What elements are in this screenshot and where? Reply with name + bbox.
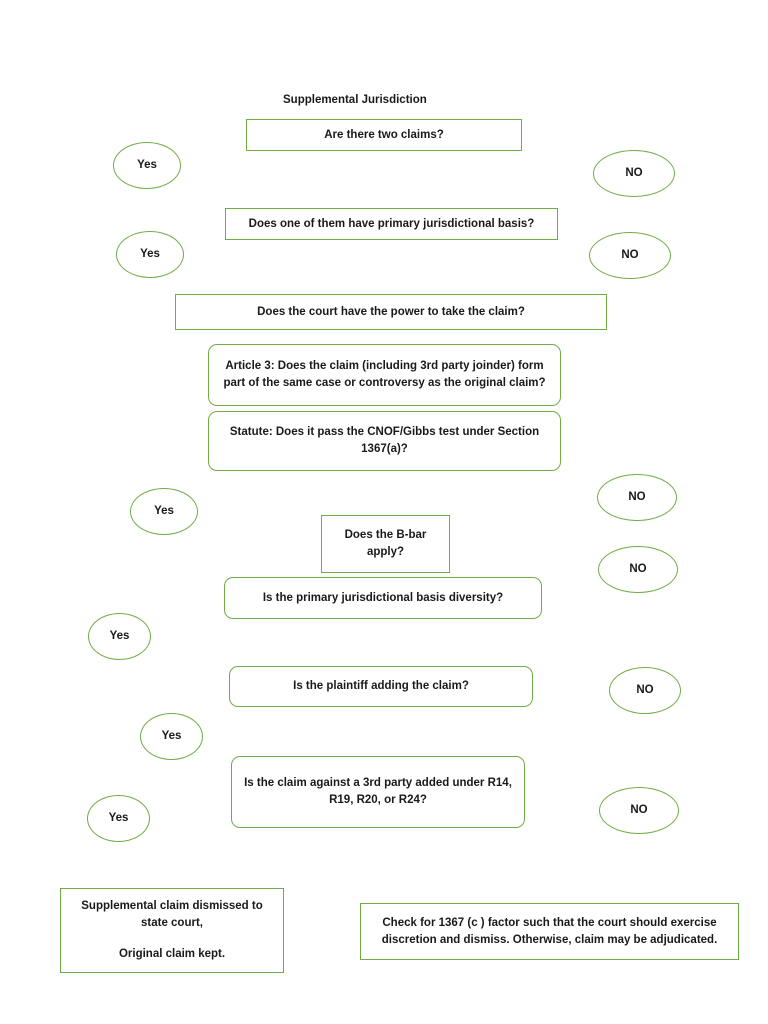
answer-oval-yes-6[interactable]: Yes: [87, 795, 150, 842]
decision-box-primary-basis[interactable]: Does one of them have primary jurisdicti…: [225, 208, 558, 240]
decision-box-two-claims[interactable]: Are there two claims?: [246, 119, 522, 151]
decision-box-court-power[interactable]: Does the court have the power to take th…: [175, 294, 607, 330]
answer-oval-no-2[interactable]: NO: [589, 232, 671, 279]
answer-oval-no-5[interactable]: NO: [609, 667, 681, 714]
answer-oval-yes-3[interactable]: Yes: [130, 488, 198, 535]
answer-oval-yes-1[interactable]: Yes: [113, 142, 181, 189]
outcome-box-1367c[interactable]: Check for 1367 (c ) factor such that the…: [360, 903, 739, 960]
decision-box-statute[interactable]: Statute: Does it pass the CNOF/Gibbs tes…: [208, 411, 561, 471]
answer-oval-no-4[interactable]: NO: [598, 546, 678, 593]
outcome-box-dismissed[interactable]: Supplemental claim dismissed to state co…: [60, 888, 284, 973]
decision-box-diversity[interactable]: Is the primary jurisdictional basis dive…: [224, 577, 542, 619]
decision-box-article-3[interactable]: Article 3: Does the claim (including 3rd…: [208, 344, 561, 406]
answer-oval-no-3[interactable]: NO: [597, 474, 677, 521]
page-title: Supplemental Jurisdiction: [283, 94, 427, 106]
decision-box-b-bar[interactable]: Does the B-bar apply?: [321, 515, 450, 573]
decision-box-third-party[interactable]: Is the claim against a 3rd party added u…: [231, 756, 525, 828]
answer-oval-yes-5[interactable]: Yes: [140, 713, 203, 760]
answer-oval-no-6[interactable]: NO: [599, 787, 679, 834]
answer-oval-yes-2[interactable]: Yes: [116, 231, 184, 278]
decision-box-plaintiff-adding[interactable]: Is the plaintiff adding the claim?: [229, 666, 533, 707]
answer-oval-no-1[interactable]: NO: [593, 150, 675, 197]
answer-oval-yes-4[interactable]: Yes: [88, 613, 151, 660]
outcome-dismissed-line-1: Supplemental claim dismissed to state co…: [81, 900, 263, 930]
outcome-dismissed-line-2: Original claim kept.: [118, 947, 226, 960]
